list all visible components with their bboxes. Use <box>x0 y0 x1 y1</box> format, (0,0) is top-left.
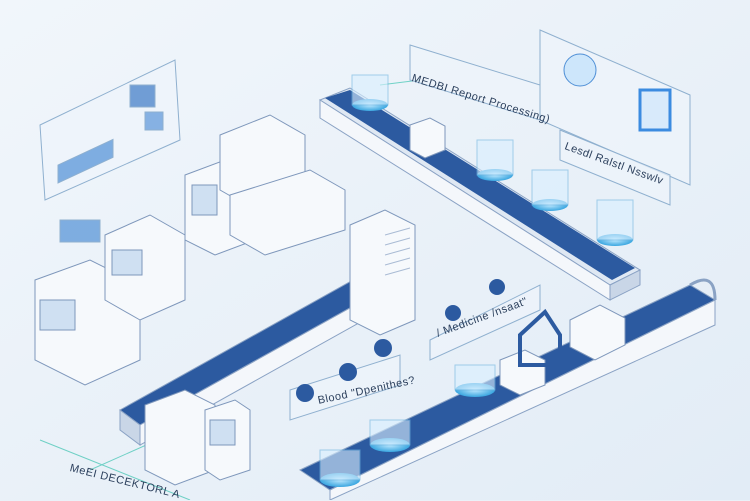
shield-icon <box>374 339 392 357</box>
beaker <box>351 74 389 111</box>
download-icon <box>339 363 357 381</box>
machines <box>34 114 626 486</box>
beaker <box>531 169 569 211</box>
result-label-panel <box>559 129 671 206</box>
beaker <box>454 364 496 397</box>
beaker <box>319 449 361 487</box>
floating-panels <box>39 29 691 421</box>
target-icon <box>445 305 461 321</box>
blood-label-panel <box>289 354 401 421</box>
report-label-panel <box>409 44 541 121</box>
beakers <box>319 74 634 487</box>
beaker <box>369 419 411 452</box>
status-icons <box>296 279 505 402</box>
beaker <box>596 199 634 246</box>
upper-conveyor <box>318 87 642 301</box>
check-icon <box>489 279 505 295</box>
flask-icon <box>296 384 314 402</box>
medicine-label-panel <box>429 284 541 361</box>
beaker <box>476 139 514 181</box>
